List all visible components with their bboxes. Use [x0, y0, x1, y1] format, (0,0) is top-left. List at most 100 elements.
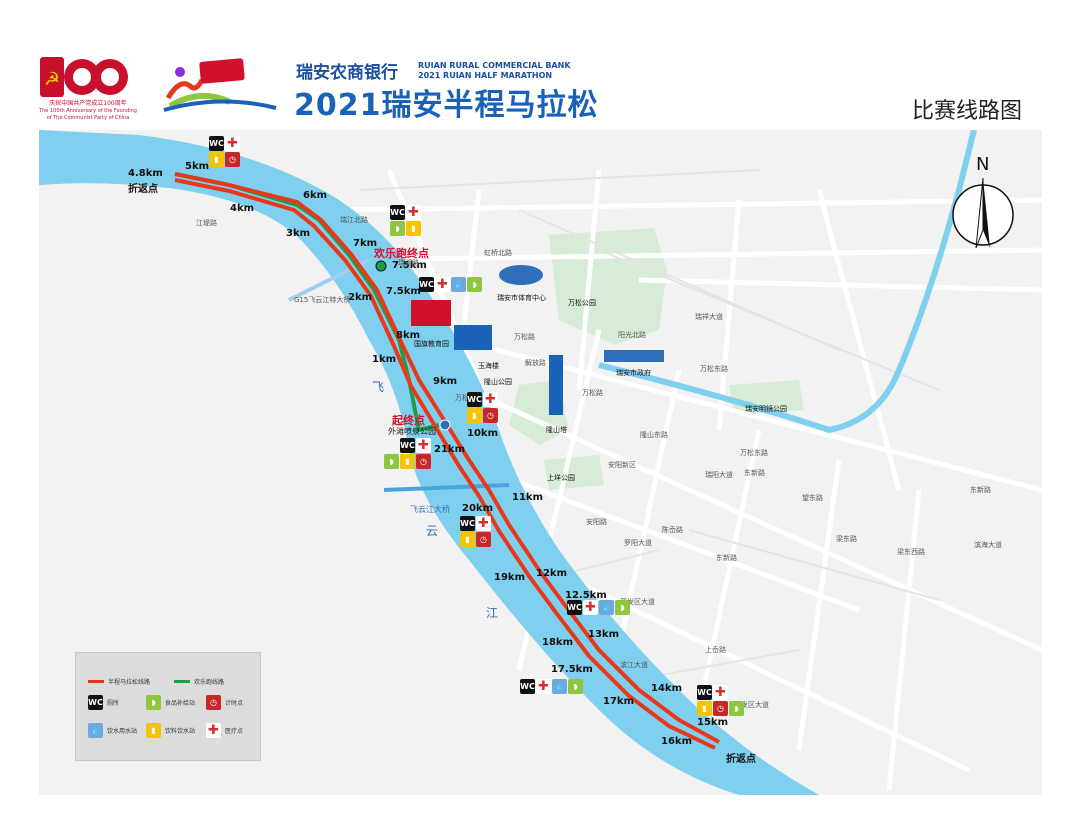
- road-label: 罗阳大道: [624, 539, 652, 547]
- km-10: 10km: [467, 428, 498, 439]
- wc-icon: WC: [209, 136, 224, 151]
- sports-center-icon: [499, 265, 543, 285]
- medical-icon: ✚: [713, 685, 728, 700]
- road-label: 梁东西路: [897, 548, 925, 556]
- km-12-5: 12.5km: [565, 590, 607, 601]
- gov-building-icon: [604, 350, 664, 362]
- water-icon: 💧: [552, 679, 567, 694]
- longshan-tower-label: 隆山塔: [546, 426, 567, 434]
- road-label: 东新路: [970, 486, 991, 494]
- road-label: 江堤路: [196, 219, 217, 227]
- food-icon: ◗: [384, 454, 399, 469]
- timing-icon: ◷: [483, 408, 498, 423]
- header: ☭ 庆祝中国共产党成立100周年 The 100th Anniversary o…: [0, 0, 1080, 130]
- food-icon: ◗: [568, 679, 583, 694]
- wc-icon: WC: [567, 600, 582, 615]
- legend-timing: 计时点: [225, 700, 244, 707]
- legend-drink: 饮料饮水站: [165, 728, 196, 735]
- km-3: 3km: [286, 228, 311, 239]
- road-label: 东新路: [744, 469, 765, 477]
- mingdi-park-label: 瑞安明镜公园: [745, 405, 787, 413]
- km-5: 5km: [185, 161, 210, 172]
- medical-icon: ✚: [583, 600, 598, 615]
- km-21: 21km: [434, 444, 465, 455]
- km-7-5-fun: 7.5km: [392, 260, 427, 271]
- half-route-swatch: [88, 680, 104, 683]
- wc-icon: WC: [88, 695, 103, 710]
- river-char-fei: 飞: [372, 380, 385, 394]
- anniversary-en: The 100th Anniversary of the Founding of…: [39, 108, 137, 121]
- km-9: 9km: [433, 376, 458, 387]
- road-label: 上岙路: [705, 646, 726, 654]
- drink-icon: ▮: [209, 152, 224, 167]
- flag-square-icon: [411, 300, 451, 326]
- station-15km: WC ✚ ▮ ◷ ◗: [697, 685, 744, 716]
- station-12-5km: WC ✚ 💧 ◗: [567, 600, 630, 615]
- road-label: 东新路: [716, 554, 737, 562]
- road-label: 瑞江北路: [340, 216, 368, 224]
- km-16: 16km: [661, 736, 692, 747]
- km-1: 1km: [372, 354, 397, 365]
- km-17-5: 17.5km: [551, 664, 593, 675]
- compass-north-label: N: [976, 154, 989, 175]
- station-17-5km: WC ✚ 💧 ◗: [520, 679, 583, 694]
- wc-icon: WC: [400, 438, 415, 453]
- marathon-logo: [163, 58, 277, 112]
- road-label: G15飞云江特大桥: [294, 296, 351, 304]
- road-label: 万松路: [582, 389, 603, 397]
- drink-icon: ▮: [697, 701, 712, 716]
- station-5km: WC ✚ ▮ ◷: [209, 136, 240, 167]
- sports-center-label: 瑞安市体育中心: [497, 294, 546, 302]
- legend-water: 饮水用水站: [107, 728, 138, 735]
- road-label: 滨海大道: [974, 541, 1002, 549]
- half-marathon-route-out: [174, 172, 720, 744]
- timing-icon: ◷: [206, 695, 221, 710]
- food-icon: ◗: [467, 277, 482, 292]
- wc-icon: WC: [419, 277, 434, 292]
- station-20km: WC ✚ ▮ ◷: [460, 516, 491, 547]
- station-21km: WC ✚ ◗ ▮ ◷: [384, 438, 431, 469]
- medical-icon: ✚: [225, 136, 240, 151]
- station-7-5km: WC ✚ 💧 ◗: [419, 277, 482, 292]
- page-title: 2021瑞安半程马拉松: [294, 88, 599, 123]
- road-label: 滨江大道: [620, 661, 648, 669]
- wc-icon: WC: [697, 685, 712, 700]
- roads: [338, 169, 1042, 791]
- km-7-5: 7.5km: [386, 286, 421, 297]
- road-label: 陈岙路: [662, 526, 683, 534]
- shangyang-park-label: 上垟公园: [547, 474, 575, 482]
- anniversary-caption: 庆祝中国共产党成立100周年: [49, 100, 127, 107]
- road-label: 开发区大道: [620, 598, 655, 606]
- legend-half-route: 半程马拉松线路: [108, 679, 151, 686]
- km-20: 20km: [462, 503, 493, 514]
- km-4-8: 4.8km: [128, 168, 163, 179]
- bank-name: 瑞安农商银行: [296, 63, 398, 83]
- yuhai-icon: [454, 325, 492, 350]
- road-label: 安阳路: [586, 518, 607, 526]
- fun-run-finish-label: 欢乐跑终点: [374, 247, 429, 260]
- drink-icon: ▮: [406, 221, 421, 236]
- km-14: 14km: [651, 683, 682, 694]
- drink-icon: ▮: [400, 454, 415, 469]
- km-18: 18km: [542, 637, 573, 648]
- turnaround-east: 折返点: [726, 754, 756, 765]
- station-10km: WC ✚ ▮ ◷: [467, 392, 498, 423]
- start-finish-point: [439, 419, 451, 431]
- road-label: 安阳新区: [608, 461, 636, 469]
- water-icon: 💧: [88, 723, 103, 738]
- yuhai-label: 玉海楼: [478, 362, 499, 370]
- medical-icon: ✚: [416, 438, 431, 453]
- longshan-tower-icon: [549, 355, 563, 415]
- km-11: 11km: [512, 492, 543, 503]
- drink-icon: ▮: [467, 408, 482, 423]
- svg-text:☭: ☭: [44, 69, 60, 90]
- km-13: 13km: [588, 629, 619, 640]
- medical-icon: ✚: [536, 679, 551, 694]
- road-label: 梁东路: [836, 535, 857, 543]
- drink-icon: ▮: [460, 532, 475, 547]
- timing-icon: ◷: [225, 152, 240, 167]
- water-icon: 💧: [599, 600, 614, 615]
- road-label: 瑞湖路: [398, 259, 419, 267]
- road-label: 瑞祥大道: [695, 313, 723, 321]
